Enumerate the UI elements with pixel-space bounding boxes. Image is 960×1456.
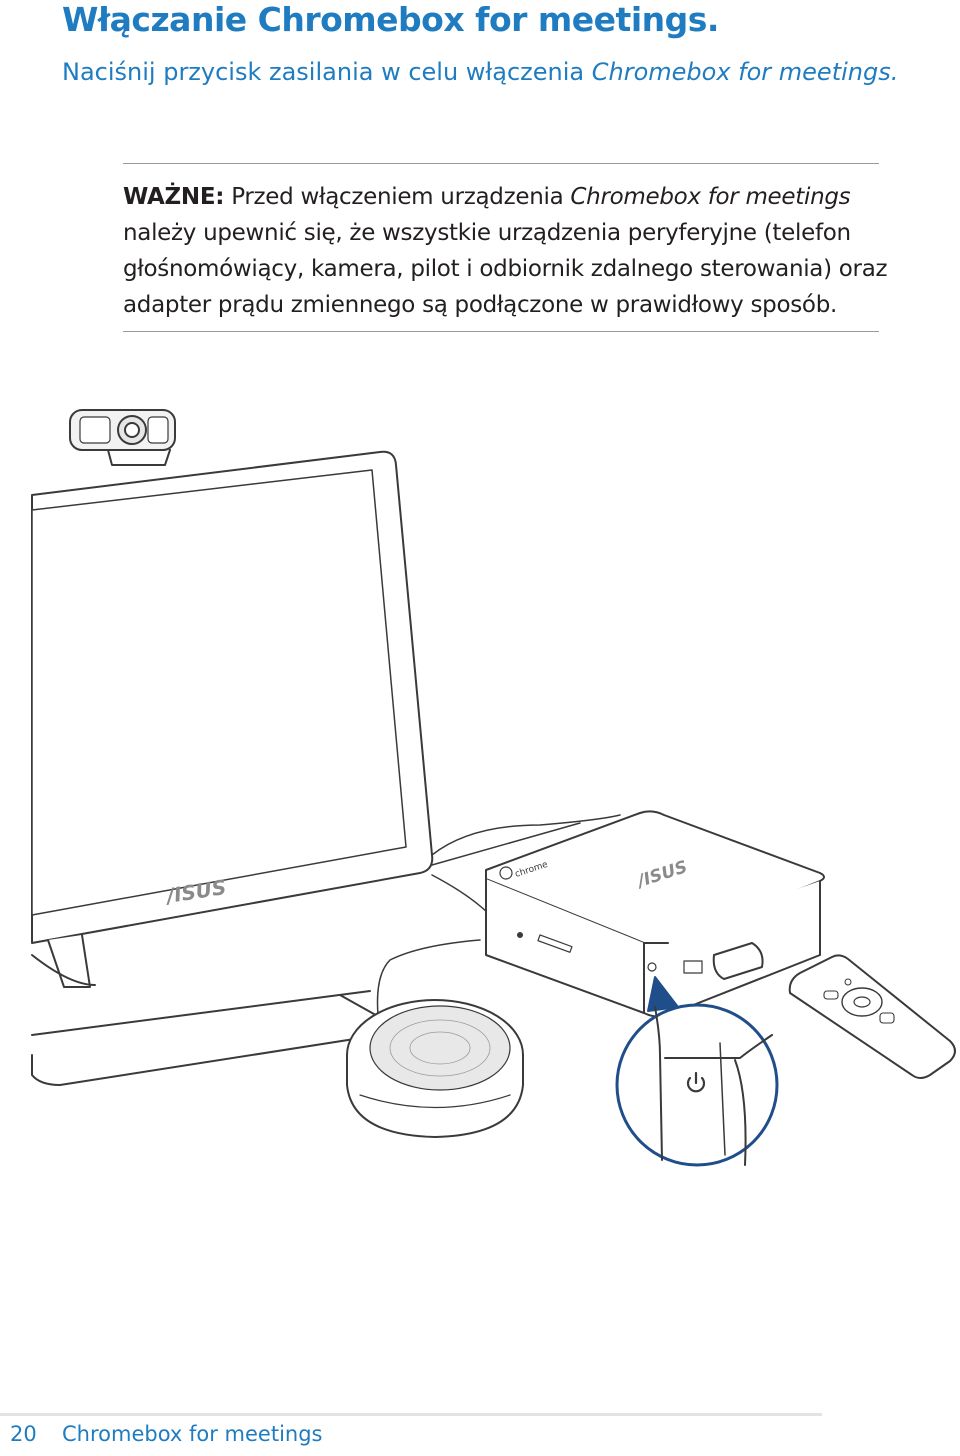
page-number: 20 bbox=[10, 1422, 37, 1446]
cables-illustration bbox=[376, 814, 621, 1016]
intro-sentence: Naciśnij przycisk zasilania w celu włącz… bbox=[62, 58, 592, 86]
important-note: WAŻNE: Przed włączeniem urządzenia Chrom… bbox=[123, 163, 888, 332]
important-label: WAŻNE: bbox=[123, 184, 225, 210]
intro-product-name: Chromebox for meetings. bbox=[591, 58, 899, 86]
important-line-1: WAŻNE: Przed włączeniem urządzenia Chrom… bbox=[123, 179, 879, 215]
remote-illustration bbox=[788, 954, 956, 1079]
zoom-callout bbox=[615, 1003, 779, 1167]
important-line-2: należy upewnić się, że wszystkie urządze… bbox=[123, 220, 851, 246]
footer-title: Chromebox for meetings bbox=[62, 1422, 323, 1446]
intro-text: Naciśnij przycisk zasilania w celu włącz… bbox=[62, 58, 898, 86]
monitor-illustration bbox=[31, 450, 434, 1086]
important-line-4: adapter prądu zmiennego są podłączone w … bbox=[123, 292, 838, 318]
footer-rule bbox=[0, 1413, 822, 1416]
setup-illustration: /ISUS chrome /ISUS bbox=[31, 409, 956, 1167]
important-line-1-product: Chromebox for meetings bbox=[570, 184, 851, 210]
important-line-3: głośnomówiący, kamera, pilot i odbiornik… bbox=[123, 256, 888, 282]
important-line-1-text: Przed włączeniem urządzenia bbox=[224, 184, 571, 210]
page-title: Włączanie Chromebox for meetings. bbox=[62, 0, 719, 39]
zoom-pointer bbox=[647, 976, 679, 1012]
speakerphone-illustration bbox=[346, 999, 524, 1138]
chromebox-illustration bbox=[485, 810, 825, 1018]
power-icon bbox=[686, 1071, 706, 1093]
webcam-illustration bbox=[69, 409, 176, 466]
